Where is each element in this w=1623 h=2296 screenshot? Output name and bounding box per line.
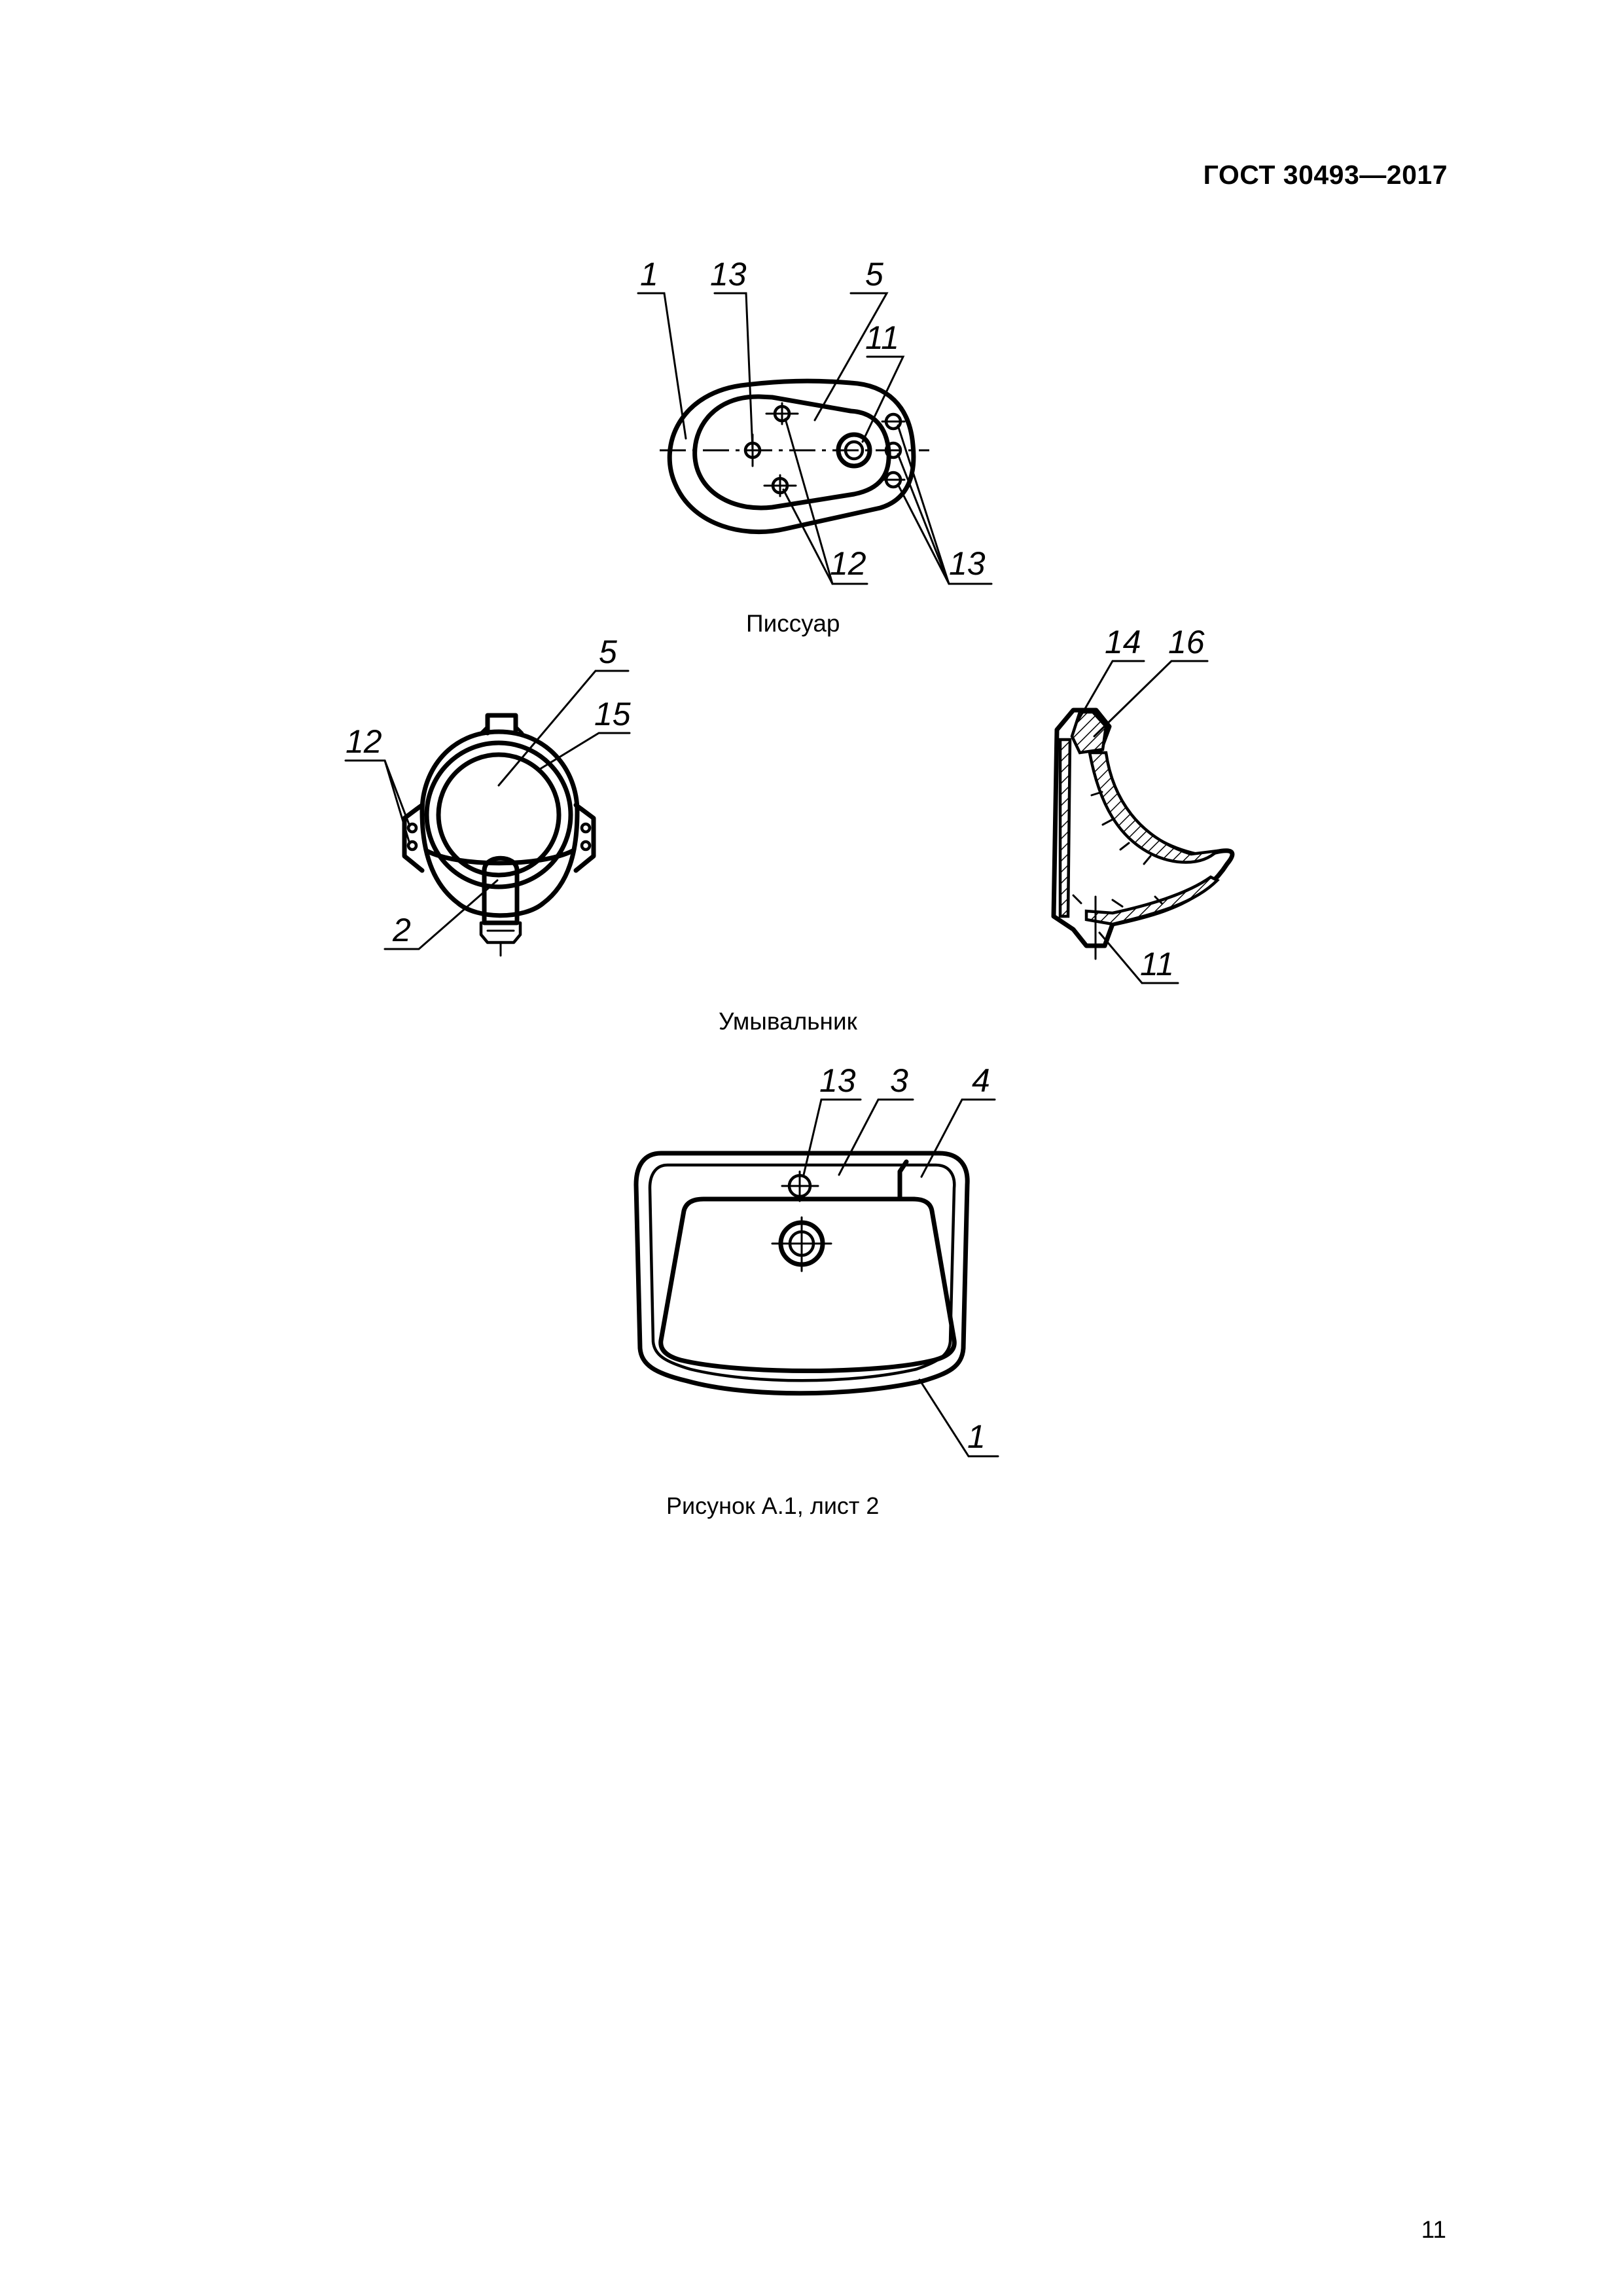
urinal-front-outer-body (419, 729, 580, 918)
urinal-section-view: 14 16 11 (1051, 624, 1235, 984)
label-urinal-section-11: 11 (1140, 946, 1174, 982)
urinal-top-inner-bowl (692, 394, 891, 511)
urinal-front-bowl-rim (424, 740, 573, 889)
urinal-top-view: 1 13 5 11 12 13 (637, 256, 993, 585)
washbasin-outer-rim (633, 1151, 970, 1396)
urinal-top-drain (836, 432, 872, 469)
urinal-top-hole-e (884, 441, 902, 459)
urinal-section-back-wall (1058, 738, 1072, 918)
washbasin-drain (771, 1216, 832, 1272)
urinal-front-bowl-inner (436, 752, 562, 878)
label-urinal-front-12: 12 (346, 723, 382, 760)
urinal-top-hole-c (763, 474, 797, 497)
label-urinal-top-11: 11 (865, 319, 899, 356)
label-urinal-front-2: 2 (392, 912, 411, 948)
urinal-section-bottom-wall (1084, 875, 1220, 926)
caption-washbasin: Умывальник (719, 1008, 857, 1035)
urinal-front-lower-lip (424, 848, 575, 866)
standard-designation: ГОСТ 30493—2017 (1203, 160, 1448, 190)
urinal-section-front-wall (1088, 751, 1222, 864)
urinal-top-hole-d (881, 412, 906, 431)
washbasin-tap-hole (781, 1170, 819, 1202)
label-urinal-top-13a: 13 (710, 256, 747, 293)
figure-caption: Рисунок А.1, лист 2 (666, 1492, 880, 1519)
label-urinal-section-16: 16 (1168, 624, 1205, 660)
washbasin-bowl (658, 1196, 957, 1373)
label-urinal-front-5: 5 (599, 634, 617, 670)
label-urinal-front-15: 15 (594, 696, 631, 732)
urinal-front-view: 5 15 12 2 (344, 634, 631, 957)
label-washbasin-1: 1 (967, 1418, 986, 1455)
urinal-front-outlet (482, 855, 520, 925)
label-washbasin-3: 3 (890, 1062, 908, 1099)
urinal-front-left-ear (402, 802, 425, 873)
label-urinal-top-1: 1 (640, 256, 658, 293)
label-urinal-section-14: 14 (1105, 624, 1141, 660)
urinal-top-outer-outline (667, 378, 916, 535)
urinal-top-hole-b (765, 402, 799, 425)
urinal-top-hole-f (881, 471, 906, 489)
page-number: 11 (1421, 2216, 1446, 2243)
label-washbasin-4: 4 (972, 1062, 990, 1099)
urinal-front-right-ear (573, 802, 596, 873)
label-urinal-top-13b: 13 (949, 545, 986, 582)
washbasin-view: 13 3 4 1 (633, 1062, 999, 1458)
washbasin-rim-inner-edge (648, 1163, 956, 1382)
urinal-front-top-spigot (485, 713, 518, 736)
urinal-section-top-flush (1070, 710, 1108, 755)
caption-urinal: Писсуар (746, 610, 840, 637)
label-urinal-top-5: 5 (865, 256, 883, 293)
label-urinal-top-12: 12 (830, 545, 866, 582)
washbasin-deck-edge (897, 1159, 909, 1202)
label-washbasin-13: 13 (819, 1062, 856, 1099)
